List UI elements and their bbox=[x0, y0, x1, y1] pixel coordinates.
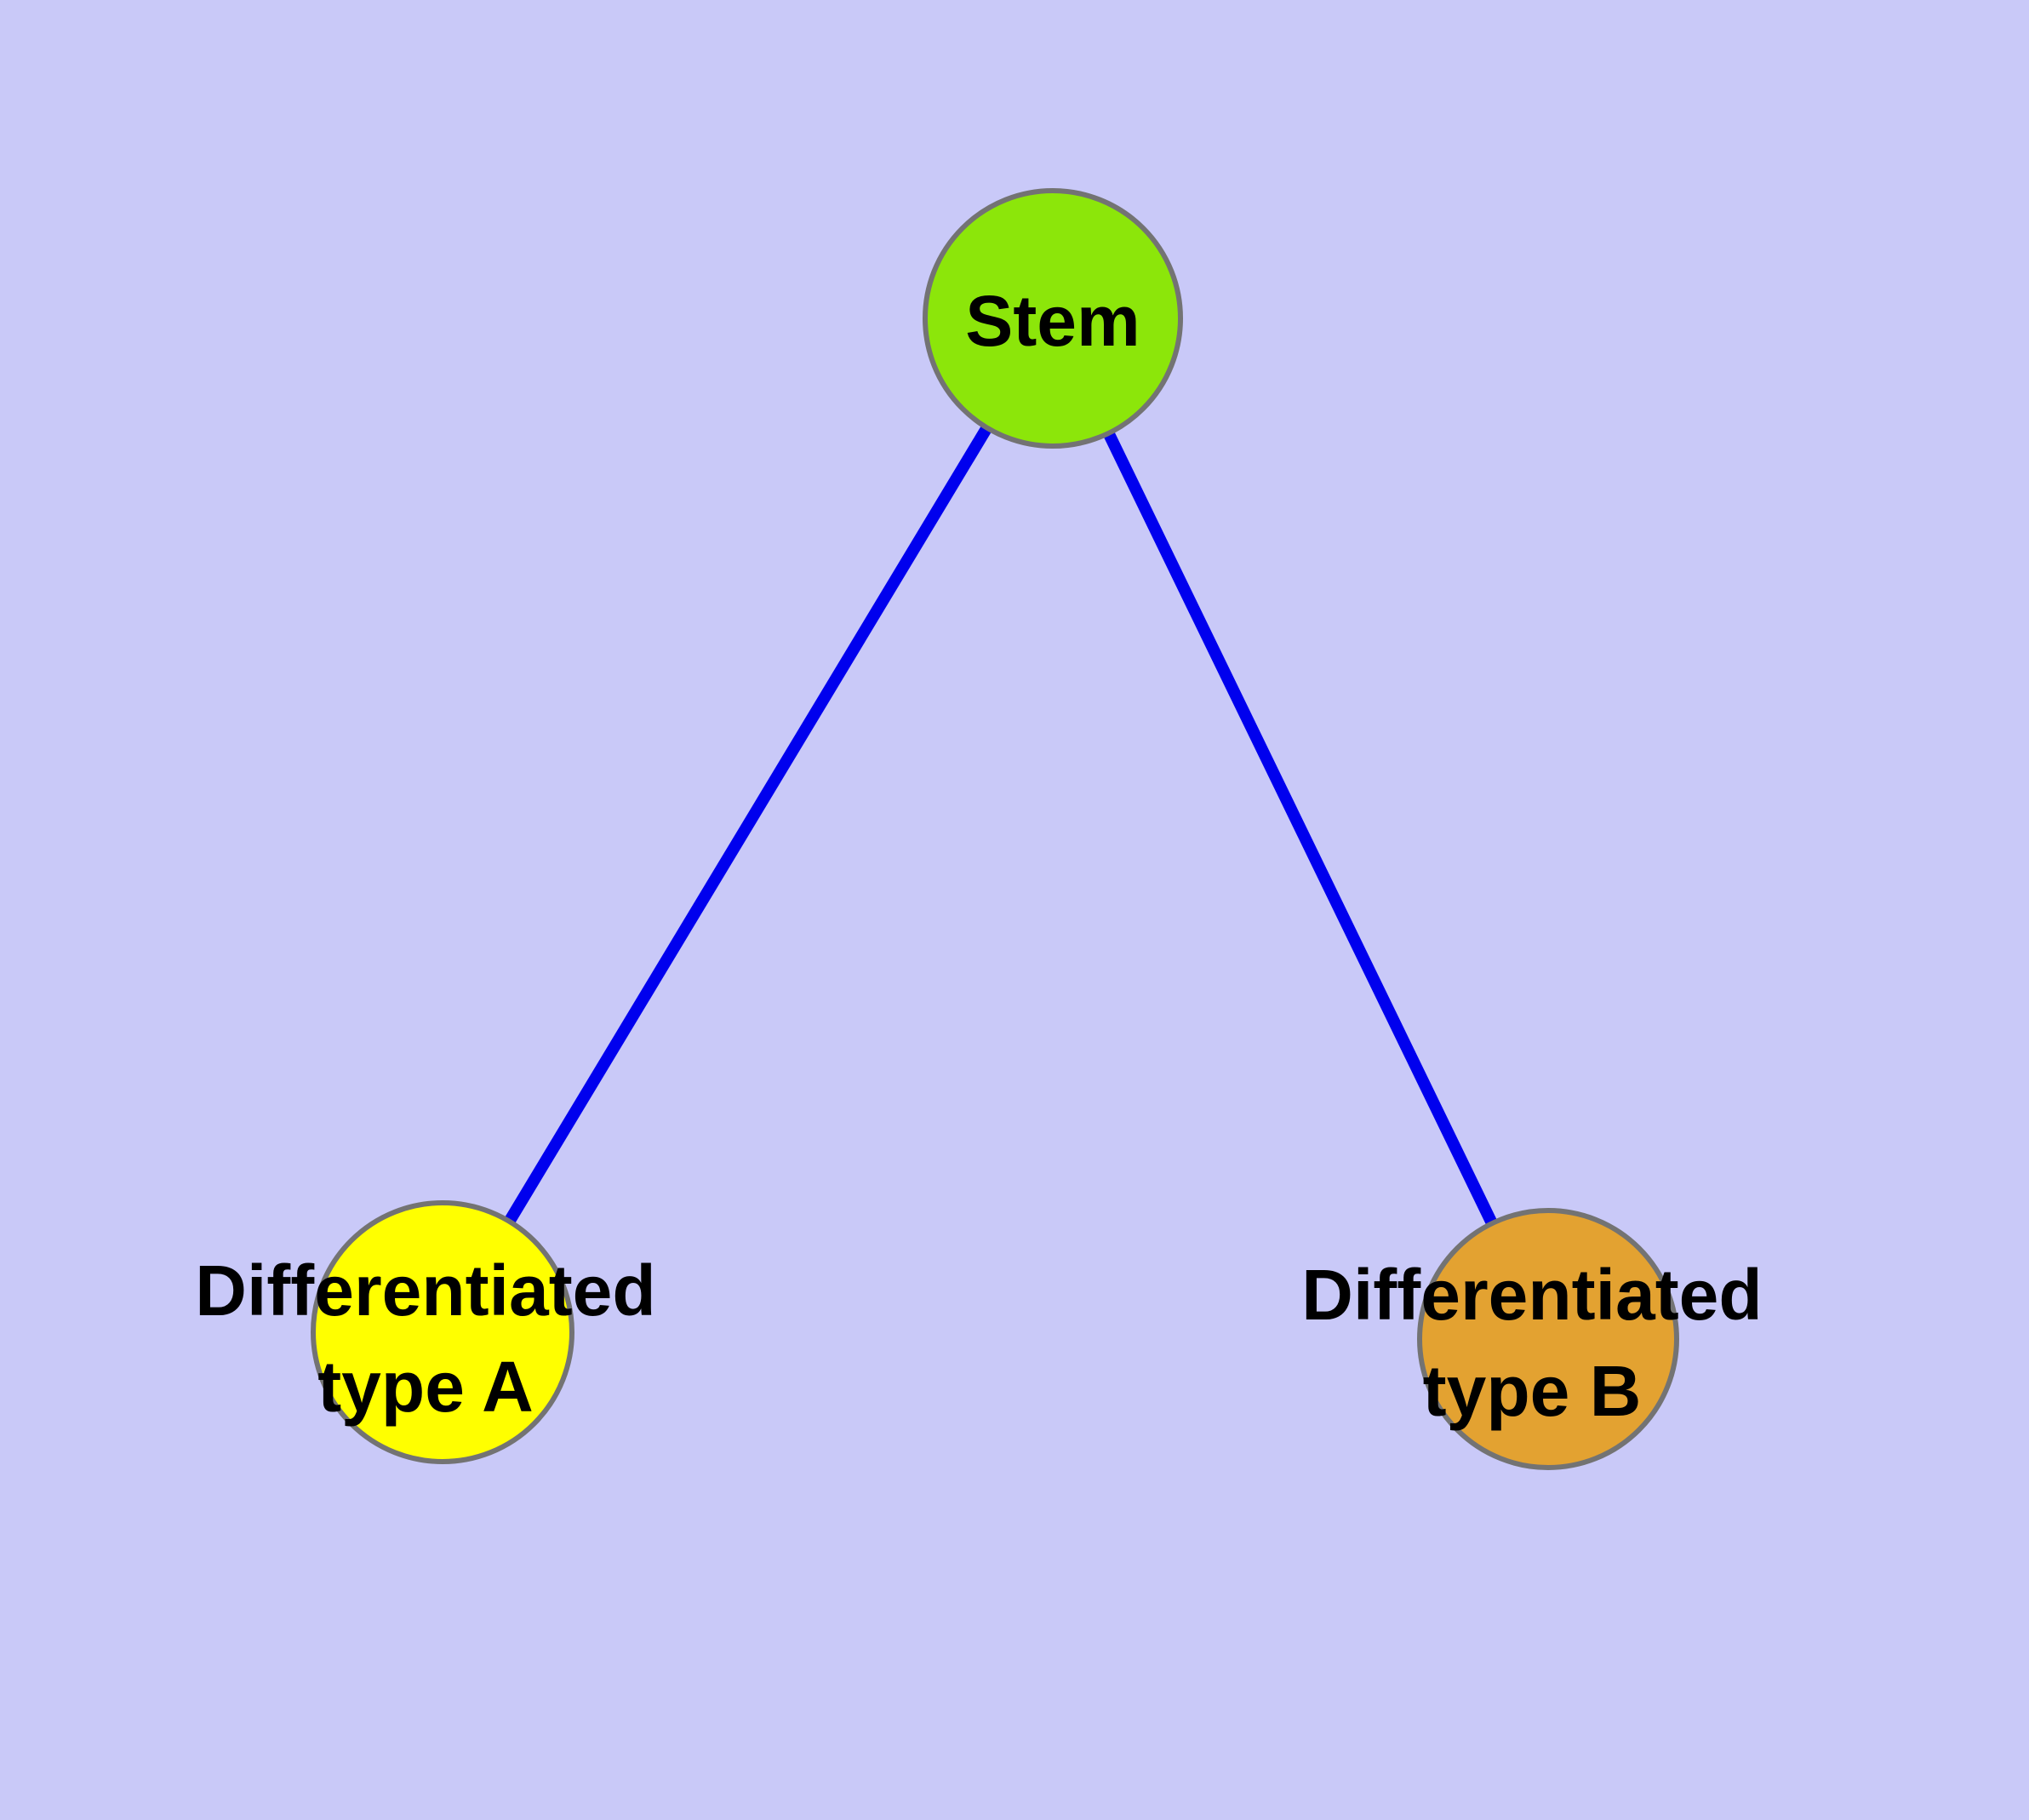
type-a-label-line1: Differentiated bbox=[195, 1251, 655, 1331]
edge-stem-to-type-a bbox=[437, 315, 1058, 1336]
stem-node-label: Stem bbox=[965, 281, 1140, 361]
type-a-label-line2: type A bbox=[317, 1347, 534, 1427]
edge-stem-to-type-b bbox=[1047, 315, 1554, 1342]
differentiated-type-a-node bbox=[311, 1200, 574, 1464]
differentiated-type-b-node bbox=[1417, 1208, 1679, 1470]
type-b-label-line1: Differentiated bbox=[1301, 1255, 1762, 1335]
type-b-label-line2: type B bbox=[1423, 1351, 1642, 1431]
stem-node bbox=[923, 188, 1183, 449]
